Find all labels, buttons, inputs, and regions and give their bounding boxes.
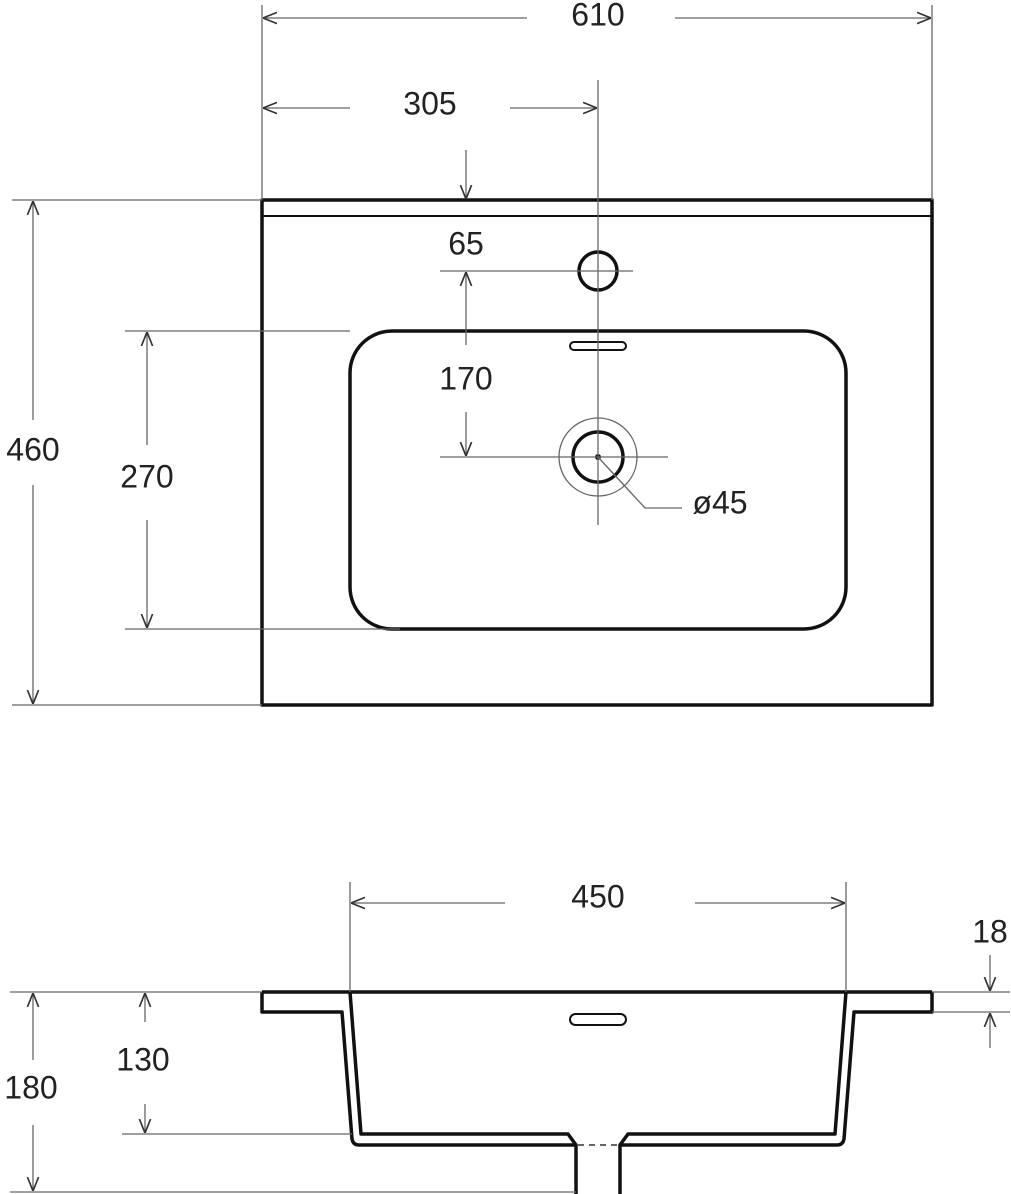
- top-view: 610 305 65 170 ø45 460 270: [6, 0, 934, 707]
- profile-inner-right: [618, 991, 848, 1147]
- dim-depth-total: 460: [6, 431, 59, 467]
- dim-bowl-width: 450: [571, 878, 624, 914]
- basin-outline: [260, 198, 934, 707]
- profile-inner-left: [348, 991, 578, 1147]
- dim-tap-offset: 65: [448, 225, 484, 261]
- leader-line: [597, 456, 682, 509]
- profile-outer-left: [260, 992, 578, 1194]
- dim-drain-diameter: ø45: [692, 484, 747, 520]
- side-view: 450 18 180 130: [4, 878, 1010, 1194]
- dim-width-total: 610: [571, 0, 624, 32]
- dim-tap-to-drain: 170: [439, 360, 492, 396]
- dim-half-width: 305: [403, 85, 456, 121]
- dim-bowl-height: 130: [116, 1041, 169, 1077]
- dim-total-height: 180: [4, 1069, 57, 1105]
- overflow-slot-side: [569, 1013, 627, 1026]
- dim-rim-thickness: 18: [972, 913, 1008, 949]
- dim-bowl-depth: 270: [120, 458, 173, 494]
- profile-outer-right: [618, 992, 934, 1194]
